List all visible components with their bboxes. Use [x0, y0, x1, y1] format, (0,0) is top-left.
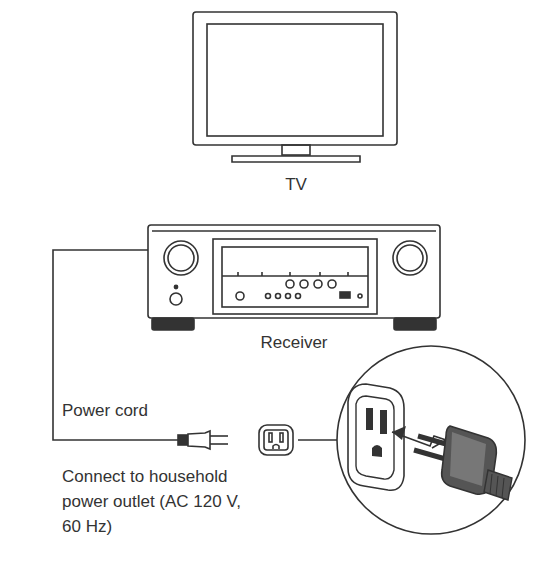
tv-unit: TV	[186, 8, 406, 196]
device-label: Receiver	[140, 332, 448, 354]
receiver-unit: Receiver	[140, 220, 448, 354]
tv-drawing	[193, 12, 397, 162]
device-label: TV	[186, 174, 406, 196]
outlet-icon	[259, 425, 337, 455]
note-text: Connect to household power outlet (AC 12…	[62, 464, 262, 539]
part-label: Power cord	[62, 398, 262, 423]
receiver-drawing	[148, 225, 440, 330]
detail-circle	[337, 346, 525, 534]
